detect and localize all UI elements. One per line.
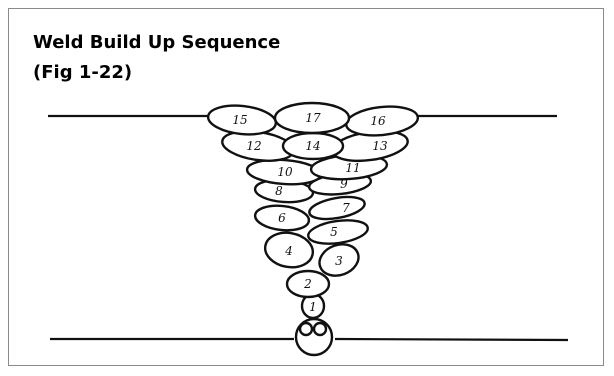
figure-title: Weld Build Up Sequence (Fig 1-22) xyxy=(33,28,280,88)
weld-bead-4 xyxy=(263,231,315,269)
title-line-2: (Fig 1-22) xyxy=(33,62,133,83)
bead-label-6: 6 xyxy=(278,211,286,225)
bead-label-5: 5 xyxy=(330,225,338,239)
bead-label-3: 3 xyxy=(335,254,343,268)
bead-label-17: 17 xyxy=(305,111,321,125)
weld-bead-3 xyxy=(318,243,360,277)
weld-bead-15 xyxy=(206,104,278,136)
bead-label-13: 13 xyxy=(372,139,388,153)
bead-label-11: 11 xyxy=(345,161,360,175)
bead-label-9: 9 xyxy=(340,177,348,191)
bottom-plate-line-right xyxy=(334,337,569,342)
bead-label-8: 8 xyxy=(275,184,283,198)
bead-label-1: 1 xyxy=(309,300,317,314)
weld-bead-5 xyxy=(307,219,369,245)
bead-label-16: 16 xyxy=(370,114,386,128)
weld-bead-6 xyxy=(253,204,311,232)
bead-label-2: 2 xyxy=(303,277,312,291)
root-pass-left xyxy=(298,321,314,337)
bead-label-10: 10 xyxy=(277,165,293,179)
bead-label-12: 12 xyxy=(246,139,261,153)
weld-bead-7 xyxy=(308,195,366,221)
bead-label-14: 14 xyxy=(305,139,320,153)
root-pass-right xyxy=(312,321,328,337)
weld-bead-2 xyxy=(285,269,331,299)
weld-bead-17 xyxy=(273,101,351,135)
bead-label-4: 4 xyxy=(284,244,293,258)
title-line-1: Weld Build Up Sequence xyxy=(33,32,281,53)
bead-label-7: 7 xyxy=(342,201,350,215)
bead-label-15: 15 xyxy=(232,113,247,127)
